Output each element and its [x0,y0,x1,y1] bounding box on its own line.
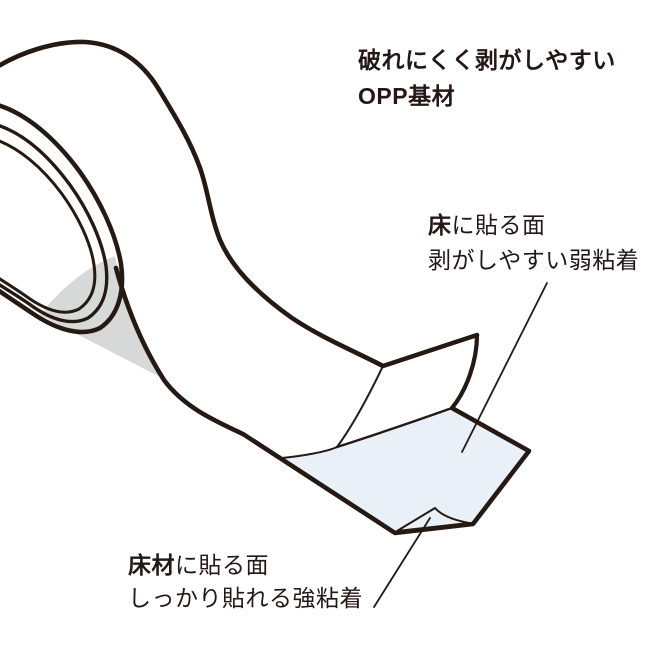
leader-line-floor-face [461,282,548,453]
annotation-opp-base: 破れにくく剥がしやすい OPP基材 [358,42,616,114]
annotation-material-line1-rest: に貼る面 [175,552,269,578]
annotation-opp-line2: OPP基材 [358,83,456,109]
roll-shadow [40,256,162,378]
liner-curl-left-edge [281,365,384,459]
weak-adhesive-face [282,408,529,533]
liner-peel-line [335,406,454,449]
annotation-material-line1-bold: 床材 [128,552,175,578]
leader-line-material-face [373,517,431,608]
annotation-floor-line1-bold: 床 [428,212,452,238]
annotation-floor-line1: 床に貼る面 [428,208,639,243]
liner-curl-right-edge [449,332,480,411]
annotation-floor-face: 床に貼る面 剥がしやすい弱粘着 [428,208,639,278]
liner-curl-top-edge [380,332,480,369]
annotation-opp-line1: 破れにくく剥がしやすい [358,47,616,73]
annotation-floor-line2: 剥がしやすい弱粘着 [428,247,640,273]
annotation-material-line1: 床材に貼る面 [128,549,363,582]
roll-core [0,139,97,314]
roll-core-ring [0,124,109,324]
annotation-floor-line1-rest: に貼る面 [451,212,546,238]
annotation-material-face: 床材に貼る面 しっかり貼れる強粘着 [128,549,363,615]
annotation-material-line2: しっかり貼れる強粘着 [128,585,363,611]
liner-curl [337,335,477,447]
folded-corner-strong-adhesive [396,507,470,532]
roll-top-outline [0,39,386,369]
tape-strip-outline [113,265,532,536]
